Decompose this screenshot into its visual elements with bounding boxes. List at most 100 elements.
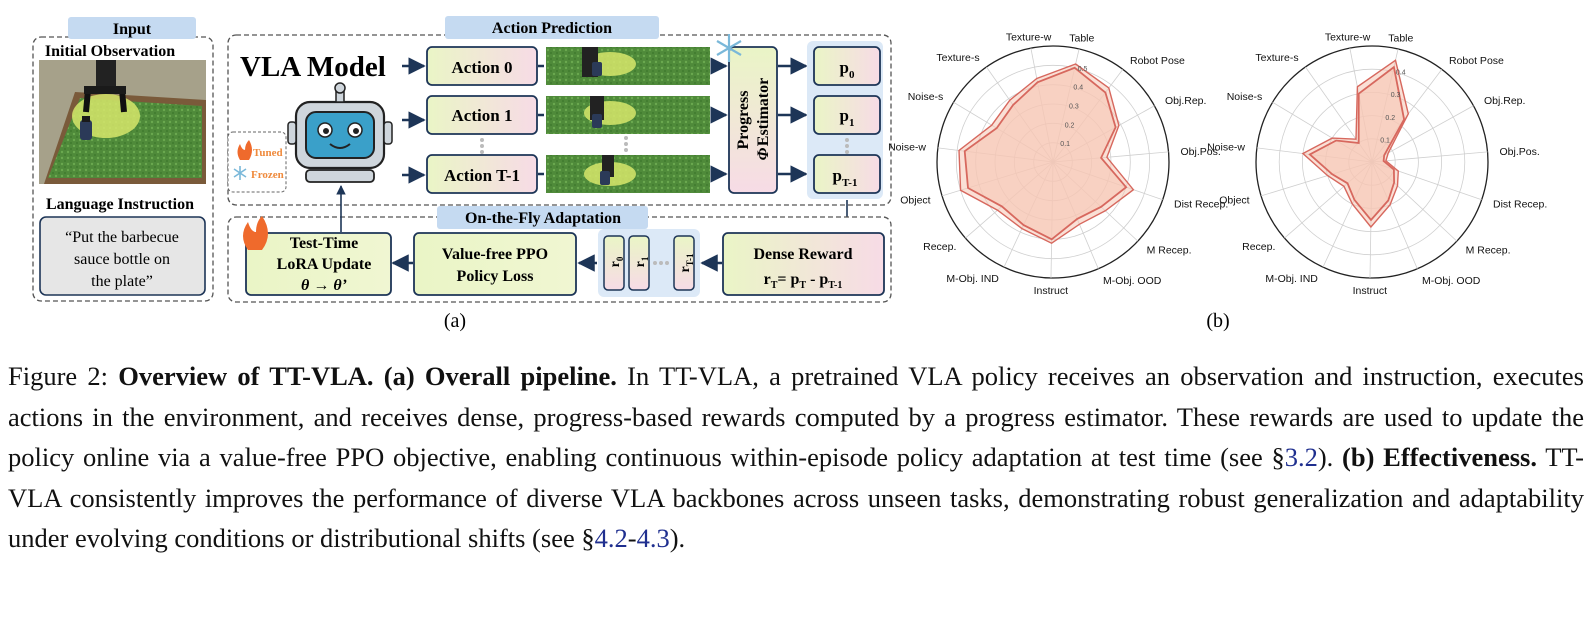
radar-series-1 xyxy=(963,66,1128,241)
lora-line2: LoRA Update xyxy=(277,256,372,273)
radar-grid-ring xyxy=(936,45,1170,279)
radar-axis-label: M-Obj. OOD xyxy=(1103,275,1162,287)
radar-axis-label: Obj.Rep. xyxy=(1484,95,1525,107)
radar-axis-label: Instruct xyxy=(1034,285,1069,297)
lora-flame-icon xyxy=(243,216,268,250)
caption-bold-title: Overview of TT-VLA. (a) Overall pipeline… xyxy=(118,361,617,391)
lora-line1: Test-Time xyxy=(290,235,358,252)
radar-axis-label: Noise-s xyxy=(1227,91,1263,103)
radar-grid-ring xyxy=(955,64,1151,260)
radar-axis-label: M Recep. xyxy=(1466,244,1511,256)
reward-chip-r0: r0 xyxy=(603,235,625,291)
dense-reward-title: Dense Reward xyxy=(753,246,852,263)
radar-tick-label: 0.2 xyxy=(1065,122,1075,129)
radar-axis-label: Obj.Pos. xyxy=(1181,146,1221,158)
progress-value-pt-1: pT-1 xyxy=(813,154,881,194)
progress-estimator-box: Progress Estimator Φ xyxy=(728,46,778,194)
radar-tick-label: 0.3 xyxy=(1391,92,1401,99)
language-instruction-label: Language Instruction xyxy=(46,196,194,213)
instruction-line-3: the plate” xyxy=(91,273,153,290)
radar-tick-label: 0.4 xyxy=(1073,85,1083,92)
radar-axis-label: Dist Recep. xyxy=(1493,199,1547,211)
radar-axis-label: Obj.Pos. xyxy=(1500,146,1540,158)
radar-axis-label: M Recep. xyxy=(1147,244,1192,256)
caption-dash: - xyxy=(627,523,637,553)
dense-reward-formula: rT= pT - pT-1 xyxy=(764,271,843,291)
instruction-line-1: “Put the barbecue xyxy=(65,229,179,246)
robot-mascot-icon xyxy=(287,82,393,183)
observation-image xyxy=(39,60,206,184)
reward-chip-r1: r1 xyxy=(628,235,650,291)
svg-text:p0: p0 xyxy=(840,58,855,81)
caption-figure-label: Figure 2: xyxy=(8,361,109,391)
radar-axis-label: M-Obj. IND xyxy=(946,273,999,285)
radar-axis-label: Table xyxy=(1388,32,1413,44)
caption-ref-4-2[interactable]: 4.2 xyxy=(594,523,628,553)
action-t-1-box xyxy=(426,154,538,194)
action-t-1-label: Action T-1 xyxy=(444,166,520,185)
ppo-line1: Value-free PPO xyxy=(442,246,548,263)
panel-b-sublabel: (b) xyxy=(1206,310,1229,332)
radar-axis-label: Texture-w xyxy=(1006,31,1052,43)
action-0-label: Action 0 xyxy=(452,58,513,77)
progress-value-p0: p0 xyxy=(813,46,881,86)
radar-axis-label: Texture-s xyxy=(1255,52,1298,64)
svg-text:r1: r1 xyxy=(633,256,650,267)
flame-icon xyxy=(237,140,252,160)
radar-axis-label: Dist Recep. xyxy=(1174,199,1228,211)
caption-text-4: ). xyxy=(669,523,686,553)
snowflake-icon xyxy=(233,166,247,180)
instruction-line-2: sauce bottle on xyxy=(74,251,170,268)
radar-axis-label: Recep. xyxy=(1242,241,1275,253)
vla-model-label: VLA Model xyxy=(240,51,386,83)
radar-grid-ring xyxy=(1278,68,1466,256)
caption-ref-4-3[interactable]: 4.3 xyxy=(636,523,670,553)
radar-grid-ring xyxy=(1255,45,1489,279)
radar-axis-label: Noise-w xyxy=(888,141,926,153)
svg-text:r0: r0 xyxy=(608,256,625,267)
frame-1-image xyxy=(546,96,710,134)
input-panel: Input Initial Observation Language Instr… xyxy=(32,17,214,302)
dense-reward-box: Dense Reward rT= pT - pT-1 xyxy=(722,232,885,296)
radar-axis-label: Noise-s xyxy=(908,91,944,103)
radar-tick-label: 0.1 xyxy=(1380,137,1390,144)
progress-value-p1: p1 xyxy=(813,95,881,135)
radar-axis-label: Recep. xyxy=(923,241,956,253)
frame-t-1-image xyxy=(546,155,710,193)
action-0-box xyxy=(426,46,538,86)
progress-estimator-symbol: Φ xyxy=(755,147,772,160)
radar-axis-label: Instruct xyxy=(1353,285,1388,297)
radar-axis-label: Obj.Rep. xyxy=(1165,95,1206,107)
radar-series-1 xyxy=(1308,65,1406,222)
progress-estimator-line2: Estimator xyxy=(755,78,772,146)
radar-axis-label: Robot Pose xyxy=(1130,55,1185,67)
progress-estimator-line1: Progress xyxy=(735,91,752,150)
radar-tick-label: 0.1 xyxy=(1060,141,1070,148)
svg-text:rT-1: rT-1 xyxy=(678,253,695,272)
radar-tick-label: 0.2 xyxy=(1385,115,1395,122)
lora-line3: θ → θ’ xyxy=(301,277,347,294)
radar-tick-label: 0.5 xyxy=(1078,66,1088,73)
tuned-frozen-legend: Tuned Frozen xyxy=(227,131,287,193)
radar-axis-label: Noise-w xyxy=(1207,141,1245,153)
radar-axis-label: Object xyxy=(900,194,930,206)
svg-text:pT-1: pT-1 xyxy=(833,166,858,189)
action-1-box xyxy=(426,95,538,135)
radar-tick-label: 0.4 xyxy=(1396,70,1406,77)
ppo-policy-loss-box: Value-free PPO Policy Loss xyxy=(413,232,577,296)
figure-caption: Figure 2: Overview of TT-VLA. (a) Overal… xyxy=(8,356,1584,559)
reward-chip-rt-1: rT-1 xyxy=(673,235,695,291)
legend-frozen: Frozen xyxy=(251,169,284,181)
radar-axis-label: Texture-s xyxy=(936,52,979,64)
caption-ref-3-2[interactable]: 3.2 xyxy=(1284,442,1318,472)
radar-tick-label: 0.3 xyxy=(1069,104,1079,111)
action-prediction-header: Action Prediction xyxy=(492,20,612,37)
adaptation-panel: On-the-Fly Adaptation Dense Reward rT= p… xyxy=(227,185,892,303)
input-header: Input xyxy=(113,21,152,38)
frame-0-image xyxy=(546,47,710,85)
radar-axis-label: Robot Pose xyxy=(1449,55,1504,67)
radar-axis-label: M-Obj. IND xyxy=(1265,273,1318,285)
